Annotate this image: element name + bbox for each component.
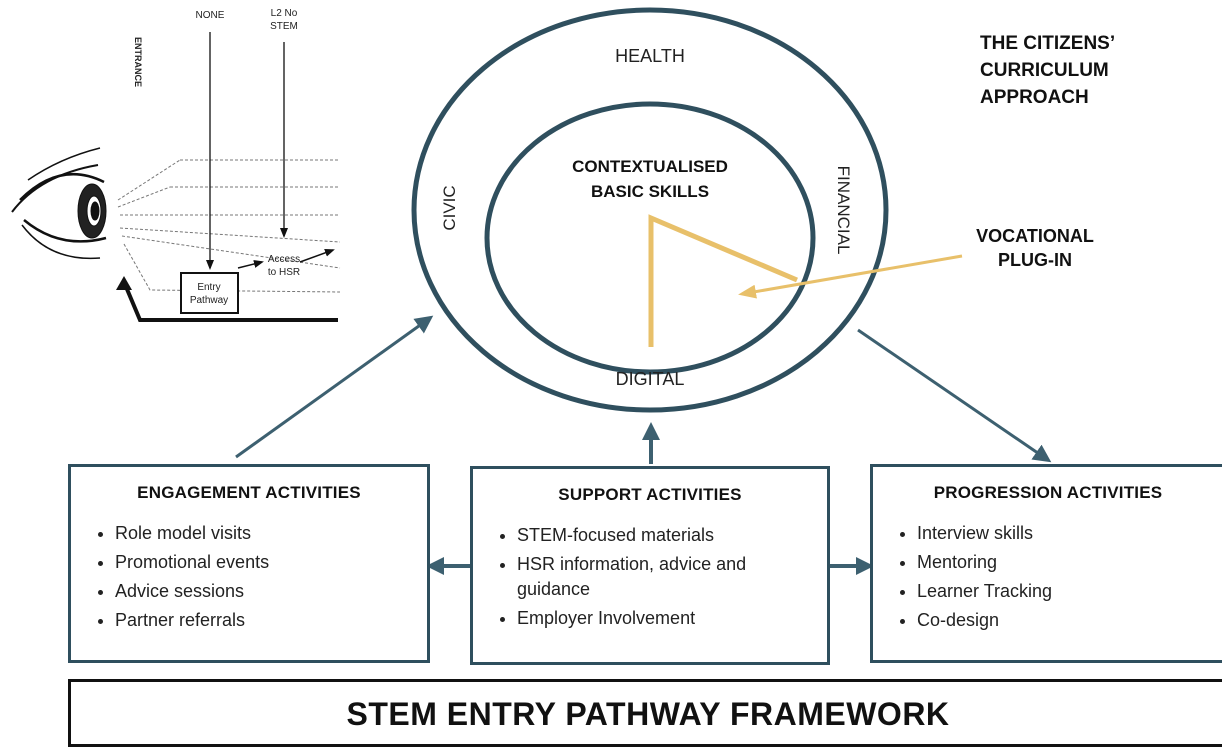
list-item: STEM-focused materials bbox=[517, 521, 807, 550]
list-item: Employer Involvement bbox=[517, 604, 807, 633]
vocational-line1: VOCATIONAL bbox=[976, 226, 1094, 246]
label-entry-line1: Entry bbox=[197, 282, 220, 293]
label-access-line1: Access bbox=[268, 254, 300, 265]
center-label-line2: BASIC SKILLS bbox=[591, 182, 709, 201]
return-path bbox=[122, 281, 338, 322]
support-activities-box: SUPPORT ACTIVITIES STEM-focused material… bbox=[470, 466, 830, 665]
list-item: Advice sessions bbox=[115, 577, 269, 606]
vocational-line2: PLUG-IN bbox=[998, 250, 1072, 270]
progression-list: Interview skills Mentoring Learner Track… bbox=[897, 519, 1052, 635]
citizens-curriculum-title: THE CITIZENS’ CURRICULUM APPROACH bbox=[980, 30, 1115, 111]
center-label-line1: CONTEXTUALISED bbox=[572, 157, 728, 176]
engagement-to-ring-arrow bbox=[235, 315, 434, 459]
ring-label-civic: CIVIC bbox=[440, 185, 459, 230]
vocational-plugin-label: VOCATIONAL PLUG-IN bbox=[940, 224, 1130, 272]
outer-ring bbox=[411, 7, 889, 413]
ring-label-financial: FINANCIAL bbox=[834, 166, 853, 255]
citizens-title-line3: APPROACH bbox=[980, 87, 1089, 108]
progression-title: PROGRESSION ACTIVITIES bbox=[933, 483, 1163, 502]
list-item: Interview skills bbox=[917, 519, 1052, 548]
engagement-title: ENGAGEMENT ACTIVITIES bbox=[137, 483, 361, 502]
return-arrowhead bbox=[116, 276, 132, 290]
list-item: Mentoring bbox=[917, 548, 1052, 577]
label-l2-line1: L2 No bbox=[271, 8, 298, 19]
inner-ring bbox=[484, 101, 816, 375]
list-item: Promotional events bbox=[115, 548, 269, 577]
ring-to-progression-arrow bbox=[857, 328, 1052, 463]
label-l2-line2: STEM bbox=[270, 21, 298, 32]
progression-activities-box: PROGRESSION ACTIVITIES Interview skills … bbox=[870, 464, 1222, 663]
entry-pathway-box bbox=[180, 272, 239, 314]
sight-lines bbox=[117, 159, 341, 293]
label-access-line2: to HSR bbox=[268, 267, 300, 278]
list-item: Role model visits bbox=[115, 519, 269, 548]
support-list: STEM-focused materials HSR information, … bbox=[497, 521, 807, 633]
framework-banner: STEM ENTRY PATHWAY FRAMEWORK bbox=[68, 679, 1222, 747]
citizens-title-line1: THE CITIZENS’ bbox=[980, 33, 1116, 54]
list-item: Co-design bbox=[917, 606, 1052, 635]
engagement-activities-box: ENGAGEMENT ACTIVITIES Role model visits … bbox=[68, 464, 430, 663]
vocational-wedge bbox=[648, 214, 798, 347]
label-none: NONE bbox=[196, 10, 225, 21]
engagement-list: Role model visits Promotional events Adv… bbox=[95, 519, 269, 635]
entry-to-access-arrow bbox=[237, 260, 264, 269]
ring-label-digital: DIGITAL bbox=[616, 369, 685, 389]
citizens-title-line2: CURRICULUM bbox=[980, 60, 1109, 81]
eye-icon bbox=[11, 147, 107, 260]
access-out-arrow bbox=[299, 248, 335, 263]
eye-sketch: NONE L2 No STEM ENTRANCE Access to HSR E… bbox=[11, 8, 341, 322]
ring-label-health: HEALTH bbox=[615, 46, 685, 66]
label-entrance: ENTRANCE bbox=[133, 37, 143, 87]
vocational-arrow bbox=[738, 254, 963, 299]
framework-title: STEM ENTRY PATHWAY FRAMEWORK bbox=[346, 696, 950, 732]
list-item: Partner referrals bbox=[115, 606, 269, 635]
label-entry-line2: Pathway bbox=[190, 295, 228, 306]
list-item: HSR information, advice and guidance bbox=[517, 550, 807, 604]
support-title: SUPPORT ACTIVITIES bbox=[558, 485, 742, 504]
list-item: Learner Tracking bbox=[917, 577, 1052, 606]
